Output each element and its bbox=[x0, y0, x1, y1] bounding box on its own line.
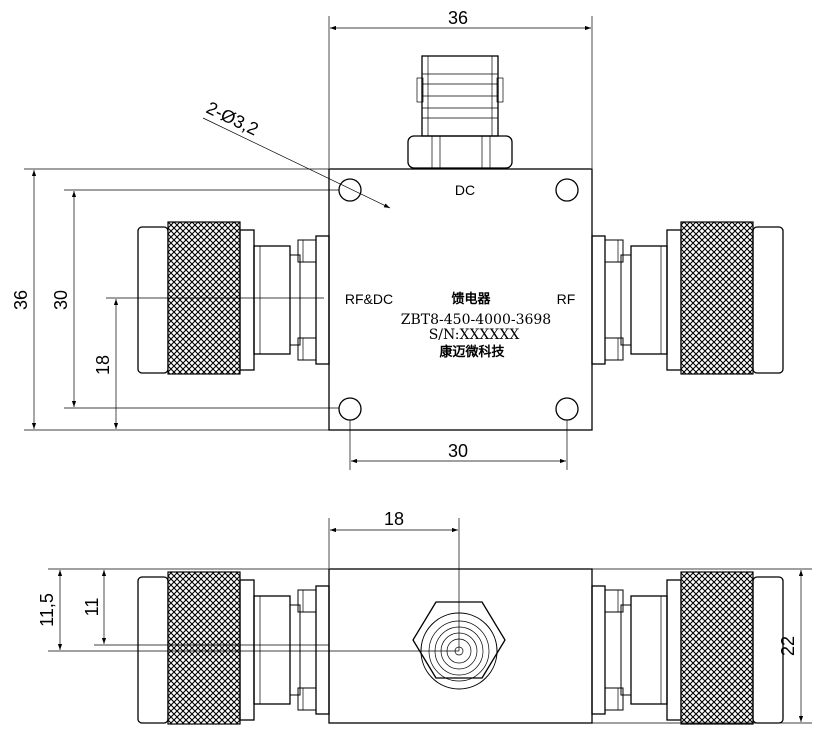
mounting-hole bbox=[555, 397, 579, 421]
dimension-value: 36 bbox=[11, 290, 31, 310]
nameplate-company: 康迈微科技 bbox=[439, 344, 505, 360]
dimension-value: 30 bbox=[51, 290, 71, 310]
top-view: DC RF&DC RF 馈电器 ZBT8-450-4000-3698 S/N:X… bbox=[11, 8, 784, 470]
dimension-value: 30 bbox=[448, 441, 468, 461]
mounting-hole bbox=[338, 397, 362, 421]
side-view: 18 11,5 11 22 bbox=[37, 509, 812, 725]
dc-connector bbox=[407, 55, 513, 169]
left-rf-connector-side bbox=[137, 571, 330, 725]
right-rf-connector bbox=[591, 221, 784, 375]
dimension-hole-spacing-vertical: 30 bbox=[51, 189, 339, 409]
rf-port-label: RF bbox=[557, 291, 576, 307]
dimension-side-height: 22 bbox=[592, 568, 812, 724]
dimension-value: 11 bbox=[82, 598, 102, 617]
dimension-value: 18 bbox=[93, 355, 113, 375]
mounting-hole bbox=[555, 178, 579, 202]
dimension-side-offset-b: 11 bbox=[82, 570, 107, 644]
dimension-side-offset-a: 11,5 bbox=[37, 570, 63, 650]
dimension-center-offset: 18 bbox=[93, 297, 324, 429]
dimension-left-height: 36 bbox=[11, 168, 329, 431]
dimension-value: 22 bbox=[778, 636, 798, 656]
dc-port-label: DC bbox=[455, 182, 475, 198]
dimension-value: 18 bbox=[384, 509, 404, 529]
nameplate-model: ZBT8-450-4000-3698 bbox=[401, 312, 551, 328]
dimension-top-width: 36 bbox=[328, 8, 593, 168]
side-body-outline bbox=[328, 568, 593, 724]
right-rf-connector-side bbox=[591, 571, 784, 725]
dimension-hole-spacing-horizontal: 30 bbox=[349, 420, 568, 470]
dimension-hole-note: 2-Ø3,2 bbox=[202, 98, 391, 209]
mounting-hole bbox=[338, 178, 362, 202]
dimension-value: 2-Ø3,2 bbox=[203, 98, 261, 140]
dimension-side-center: 18 bbox=[328, 509, 460, 651]
dimension-value: 36 bbox=[448, 8, 468, 28]
nameplate-serial: S/N:XXXXXX bbox=[429, 327, 520, 343]
rf-dc-port-label: RF&DC bbox=[345, 291, 393, 307]
nameplate-title: 馈电器 bbox=[451, 291, 491, 307]
dimension-value: 11,5 bbox=[37, 593, 57, 627]
